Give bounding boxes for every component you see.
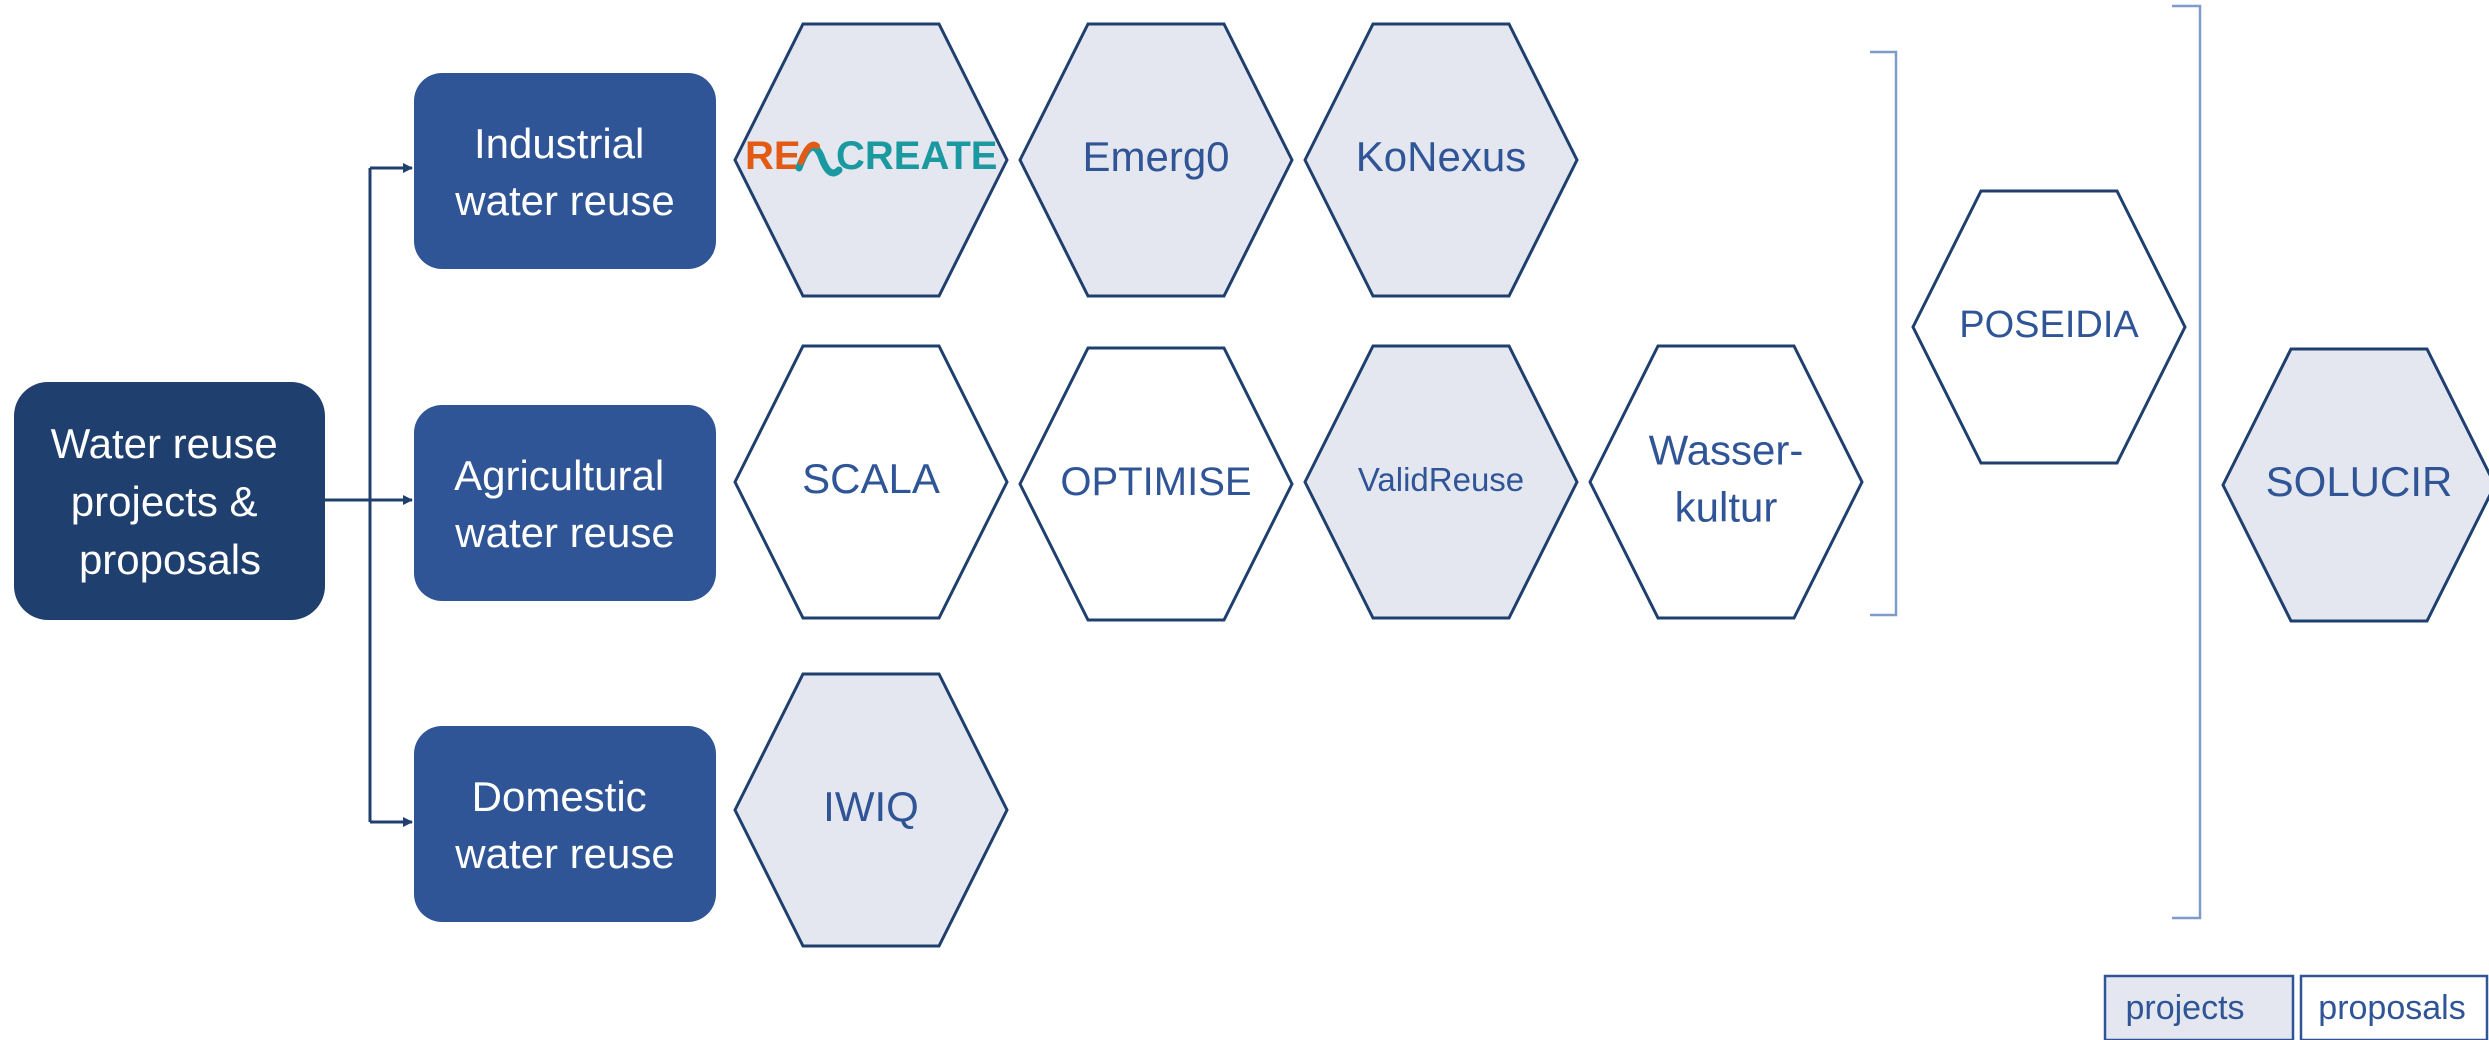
- category-label: Domestic water reuse: [454, 773, 674, 877]
- hexagon-optimise: OPTIMISE: [1018, 346, 1294, 622]
- hexagon-emerg0: Emerg0: [1018, 22, 1294, 298]
- root-label-line: projects &: [71, 478, 258, 525]
- connectors: [325, 163, 413, 827]
- legend: projects proposals: [2103, 974, 2489, 1040]
- category-box-domestic: Domestic water reuse: [414, 726, 716, 922]
- hexagon-shape: [2221, 347, 2489, 623]
- hexagon-label: KoNexus: [1356, 133, 1526, 180]
- hexagon-shape: [733, 22, 1009, 298]
- hexagon-scala: SCALA: [733, 344, 1009, 620]
- root-label: Water reuse projects & proposals: [51, 420, 290, 583]
- hexagon-shape: [1018, 346, 1294, 622]
- hexagon-label-line: IWIQ: [823, 783, 919, 830]
- hexagon-solucir: SOLUCIR: [2221, 347, 2489, 623]
- legend-projects: projects: [2103, 974, 2295, 1040]
- hexagon-shape: [1303, 22, 1579, 298]
- root-label-line: proposals: [79, 536, 261, 583]
- hexagon-label: SCALA: [802, 455, 940, 502]
- category-label: Industrial water reuse: [454, 120, 674, 224]
- hexagon-label: SOLUCIR: [2266, 458, 2453, 505]
- hexagon-shape: [1588, 344, 1864, 620]
- logo-wave-accent-icon: [798, 141, 820, 165]
- bracket-large: [2172, 4, 2202, 920]
- bracket-small: [1870, 50, 1898, 617]
- hexagon-shape: [733, 344, 1009, 620]
- category-box-industrial: Industrial water reuse: [414, 73, 716, 269]
- logo-part-orange: RE: [745, 134, 801, 178]
- category-label-line: water reuse: [454, 177, 674, 224]
- hexagon-iwiq: IWIQ: [733, 672, 1009, 948]
- hexagon-label: OPTIMISE: [1060, 460, 1251, 504]
- legend-projects-label: projects: [2125, 989, 2244, 1027]
- hexagon-shape: [1911, 189, 2187, 465]
- hexagon-label-line: kultur: [1675, 483, 1778, 530]
- hexagon-label-line: OPTIMISE: [1060, 460, 1251, 504]
- category-label-line: Domestic: [472, 773, 647, 820]
- hexagon-label-line: Wasser-: [1649, 427, 1804, 474]
- hexagon-label: Wasser-kultur: [1649, 427, 1804, 531]
- legend-proposals-label: proposals: [2318, 989, 2465, 1027]
- category-label-line: Industrial: [474, 120, 644, 167]
- hexagon-recreate: RE CREATE: [733, 22, 1009, 298]
- hexagon-validreuse: ValidReuse: [1303, 344, 1579, 620]
- hexagon-shape: [1018, 22, 1294, 298]
- legend-proposals: proposals: [2299, 974, 2489, 1040]
- logo-part-teal: CREATE: [836, 134, 997, 178]
- category-label-line: water reuse: [454, 509, 674, 556]
- category-box-agricultural: Agricultural water reuse: [414, 405, 716, 601]
- category-label-line: Agricultural: [454, 452, 664, 499]
- hexagon-wasserkultur: Wasser-kultur: [1588, 344, 1864, 620]
- hexagon-poseidia: POSEIDIA: [1911, 189, 2187, 465]
- hexagon-label-line: SCALA: [802, 455, 940, 502]
- root-box: Water reuse projects & proposals: [14, 382, 325, 620]
- category-label-line: water reuse: [454, 830, 674, 877]
- hexagon-label: POSEIDIA: [1959, 304, 2139, 346]
- hexagon-label-line: SOLUCIR: [2266, 458, 2453, 505]
- hexagon-label-line: Emerg0: [1082, 133, 1229, 180]
- hexagon-shape: [733, 672, 1009, 948]
- hexagon-label: Emerg0: [1082, 133, 1229, 180]
- hexagon-label: ValidReuse: [1358, 461, 1524, 498]
- hexagon-label-line: ValidReuse: [1358, 461, 1524, 498]
- hexagon-konexus: KoNexus: [1303, 22, 1579, 298]
- hexagon-label-line: POSEIDIA: [1959, 304, 2139, 346]
- recreate-logo: RE CREATE: [745, 134, 997, 178]
- category-label: Agricultural water reuse: [454, 452, 676, 556]
- hexagon-shape: [1303, 344, 1579, 620]
- hexagon-label: IWIQ: [823, 783, 919, 830]
- root-label-line: Water reuse: [51, 420, 278, 467]
- hexagon-label-line: KoNexus: [1356, 133, 1526, 180]
- grouping-brackets: [1870, 4, 2202, 920]
